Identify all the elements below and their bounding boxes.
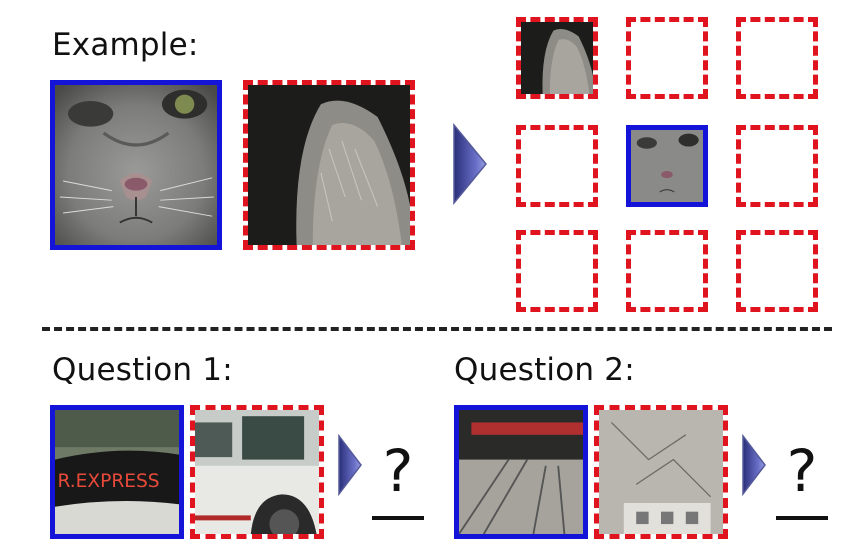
example-center-patch (50, 80, 222, 250)
question2-answer-underline (776, 516, 828, 520)
cat-ear-image (521, 22, 593, 94)
grid-cell-top-center (626, 17, 708, 99)
example-title: Example: (52, 27, 199, 63)
grid-cell-bottom-center (626, 230, 708, 312)
grid-cell-top-right (736, 17, 818, 99)
grid-cell-top-left (516, 17, 598, 99)
question1-arrow-icon (338, 434, 362, 496)
example-arrow-icon (453, 123, 487, 205)
cat-face-image (631, 130, 703, 202)
grid-cell-middle-left (516, 125, 598, 207)
section-divider (42, 327, 832, 331)
cat-ear-image (248, 85, 410, 245)
question1-answer: ? (382, 437, 414, 505)
question2-arrow-icon (742, 434, 766, 496)
question1-neighbor-patch (190, 405, 324, 539)
bus-sign-text: R.EXPRESS (57, 471, 159, 492)
grid-cell-center (626, 125, 708, 207)
train-tracks-image (459, 410, 583, 534)
grid-cell-bottom-left (516, 230, 598, 312)
question2-title: Question 2: (454, 352, 635, 388)
bus-wheel-image (195, 410, 319, 534)
example-neighbor-patch (243, 80, 415, 250)
grid-cell-bottom-right (736, 230, 818, 312)
question1-center-patch: R.EXPRESS (50, 405, 184, 539)
bus-sign-image: R.EXPRESS (55, 410, 179, 534)
question1-title: Question 1: (52, 352, 233, 388)
train-roof-image (599, 410, 723, 534)
question2-answer: ? (786, 437, 818, 505)
cat-face-image (55, 85, 217, 245)
question2-neighbor-patch (594, 405, 728, 539)
question1-answer-underline (372, 516, 424, 520)
question2-center-patch (454, 405, 588, 539)
grid-cell-middle-right (736, 125, 818, 207)
